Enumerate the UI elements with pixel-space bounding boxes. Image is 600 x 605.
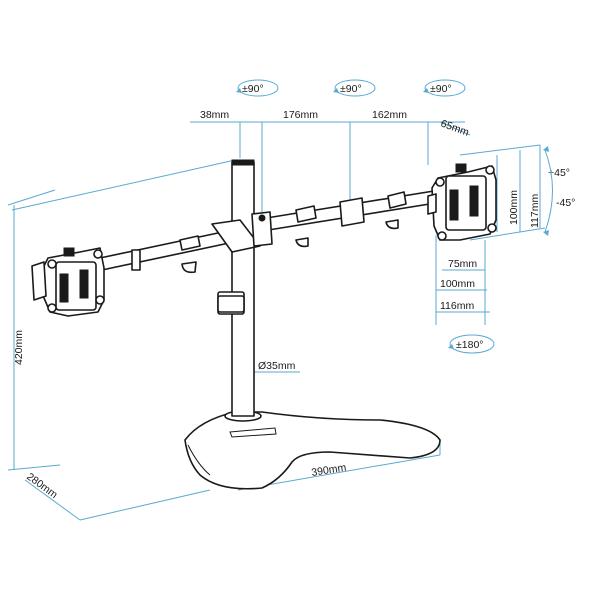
rotation-arrow-icon xyxy=(333,79,376,97)
desk-base xyxy=(184,410,441,490)
height-label: 420mm xyxy=(13,330,25,365)
vesa-h-117-label: 117mm xyxy=(529,194,541,228)
tilt-up-label: +45° xyxy=(548,167,570,179)
dimension-lines xyxy=(7,121,546,521)
swivel-arrow-icon xyxy=(448,334,495,354)
arm-seg-4-label: 65mm xyxy=(439,118,471,139)
rotation-mid-label: ±90° xyxy=(340,83,362,95)
arm-assembly xyxy=(99,189,443,274)
pole-diameter-label: Ø35mm xyxy=(258,360,296,372)
left-vesa-plate xyxy=(31,247,105,317)
swivel-label: ±180° xyxy=(456,339,483,351)
vesa-w-116-label: 116mm xyxy=(440,300,474,312)
tilt-arrow-icon xyxy=(543,146,553,236)
arm-seg-3-label: 162mm xyxy=(372,109,407,121)
pole xyxy=(217,159,255,417)
base-width-label: 390mm xyxy=(311,462,348,479)
arm-seg-2-label: 176mm xyxy=(283,109,318,121)
rotation-left-label: ±90° xyxy=(242,83,264,95)
vesa-w-100-label: 100mm xyxy=(440,278,475,290)
vesa-w-75-label: 75mm xyxy=(448,258,477,270)
arm-seg-1-label: 38mm xyxy=(200,109,229,121)
right-vesa-plate xyxy=(427,163,497,241)
rotation-arrow-icon xyxy=(423,79,466,97)
base-depth-label: 280mm xyxy=(24,471,60,501)
rotation-arrow-icon xyxy=(236,79,279,97)
vesa-h-100-label: 100mm xyxy=(508,190,520,225)
rotation-right-label: ±90° xyxy=(430,83,452,95)
tilt-down-label: -45° xyxy=(556,197,575,209)
